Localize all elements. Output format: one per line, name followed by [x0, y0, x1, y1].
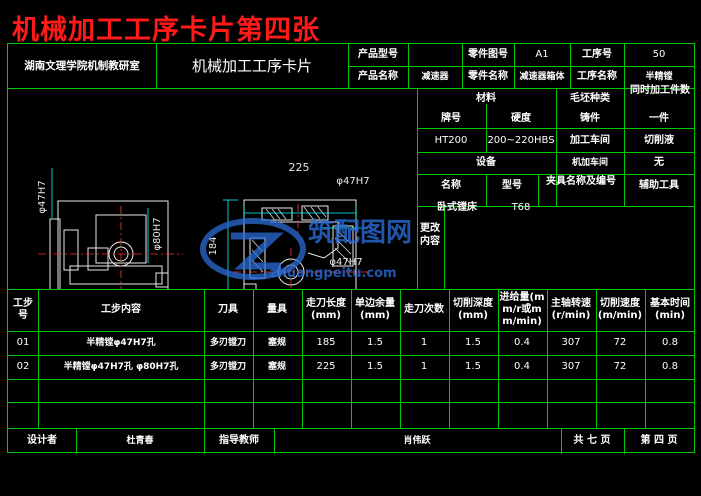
hardness-label: 硬度 — [511, 113, 531, 124]
process-card-sheet: 湖南文理学院机制教研室 机械加工工序卡片 产品型号 零件图号 A1 工序号 50… — [7, 43, 695, 454]
table-cell: 01 — [16, 337, 30, 348]
table-cell: 1.5 — [465, 337, 481, 348]
dim-80: φ80H7 — [152, 217, 163, 251]
op-no-label: 工序号 — [582, 49, 612, 60]
table-cell: 1.5 — [367, 361, 383, 372]
designer-value: 杜青春 — [126, 436, 154, 446]
table-cell: 多刃镗刀 — [209, 338, 247, 348]
designer-label: 设计者 — [27, 435, 57, 446]
watermark-brand: 筑配图网 — [308, 218, 413, 248]
op-name-label: 工序名称 — [577, 71, 617, 82]
product-name-value: 减速器 — [421, 72, 449, 82]
coolant-value: 无 — [654, 157, 664, 168]
table-cell: 1 — [420, 337, 428, 348]
table-cell: 多刃镗刀 — [209, 362, 247, 372]
table-header-cell: 工步内容 — [101, 304, 141, 315]
side-view — [49, 200, 169, 289]
total-pages: 共 七 页 — [573, 435, 611, 446]
aux-tool-label: 辅助工具 — [639, 180, 679, 191]
table-header-cell: 走刀次数 — [404, 304, 444, 315]
dim-47-top: φ47H7 — [336, 176, 370, 187]
table-cell: 0.8 — [662, 337, 678, 348]
table-header-cell: 单边余量(mm) — [355, 298, 395, 321]
table-header-cell: 量具 — [267, 304, 287, 315]
advisor-value: 肖伟跃 — [403, 436, 431, 446]
part-no-label: 零件图号 — [468, 49, 508, 60]
part-no-value: A1 — [535, 49, 549, 60]
table-cell: 塞规 — [267, 362, 287, 372]
table-header-cell: 刀具 — [218, 304, 238, 315]
table-cell: 1 — [420, 361, 428, 372]
table-cell: 225 — [316, 361, 336, 372]
op-no-value: 50 — [652, 49, 666, 60]
model-label: 型号 — [502, 180, 522, 191]
product-model-label: 产品型号 — [358, 49, 398, 60]
part-name-value: 减速器箱体 — [519, 72, 565, 82]
table-header-cell: 主轴转速(r/min) — [551, 298, 591, 321]
blank-type-value: 铸件 — [580, 113, 600, 124]
table-header-cell: 基本时间(min) — [650, 298, 690, 321]
equip-name-value: 卧式镗床 — [437, 202, 477, 213]
dim-225: 225 — [288, 161, 310, 174]
dim-47-bottom: φ47H7 — [329, 257, 363, 268]
table-cell: 半精镗φ47H7孔 — [86, 338, 156, 348]
name-label: 名称 — [441, 180, 461, 191]
watermark-logo — [200, 218, 306, 280]
table-cell: 72 — [613, 361, 627, 372]
table-cell: 185 — [316, 337, 336, 348]
page-title: 机械加工工序卡片第四张 — [12, 15, 320, 46]
school-name: 湖南文理学院机制教研室 — [24, 60, 140, 72]
table-header-cell: 切削速度(m/min) — [597, 298, 643, 321]
blank-type-label: 毛坯种类 — [570, 93, 610, 104]
table-cell: 307 — [561, 337, 581, 348]
table-cell: 72 — [613, 337, 627, 348]
grade-value: HT200 — [434, 135, 468, 146]
table-cell: 半精镗φ47H7孔 φ80H7孔 — [63, 362, 179, 372]
coolant-label: 切削液 — [644, 135, 674, 146]
advisor-label: 指导教师 — [219, 435, 259, 446]
fixture-label: 夹具名称及编号 — [546, 176, 616, 187]
grade-label: 牌号 — [441, 113, 461, 124]
table-cell: 0.4 — [514, 337, 530, 348]
workshop-label: 加工车间 — [570, 135, 610, 146]
material-label: 材料 — [476, 93, 496, 104]
op-name-value: 半精镗 — [645, 72, 673, 82]
watermark-url: zhuangpeitu.com — [270, 266, 397, 281]
machine-no-label: 机加车间 — [571, 158, 609, 168]
table-header-cell: 工步号 — [13, 298, 33, 321]
parts-per-blank-label: 同时加工件数 — [630, 85, 690, 96]
table-cell: 307 — [561, 361, 581, 372]
parts-value: 一件 — [649, 113, 669, 124]
table-cell: 1.5 — [367, 337, 383, 348]
table-header-cell: 进给量(mm/r或mm/min) — [499, 292, 545, 327]
equip-model-value: T68 — [511, 202, 531, 213]
part-name-label: 零件名称 — [468, 71, 508, 82]
page-number: 第 四 页 — [640, 435, 678, 446]
table-cell: 0.8 — [662, 361, 678, 372]
equipment-label: 设备 — [476, 157, 496, 168]
table-cell: 0.4 — [514, 361, 530, 372]
table-header-cell: 切削深度(mm) — [453, 298, 493, 321]
change-label: 更改内容 — [420, 223, 440, 247]
table-cell: 02 — [16, 361, 30, 372]
dim-47-left: φ47H7 — [37, 180, 48, 214]
hardness-value: 200~220HBS — [487, 135, 555, 146]
table-cell: 塞规 — [267, 338, 287, 348]
table-cell: 1.5 — [465, 361, 481, 372]
product-name-label: 产品名称 — [358, 71, 398, 82]
card-name: 机械加工工序卡片 — [191, 57, 313, 75]
table-header-cell: 走刀长度(mm) — [306, 298, 346, 321]
